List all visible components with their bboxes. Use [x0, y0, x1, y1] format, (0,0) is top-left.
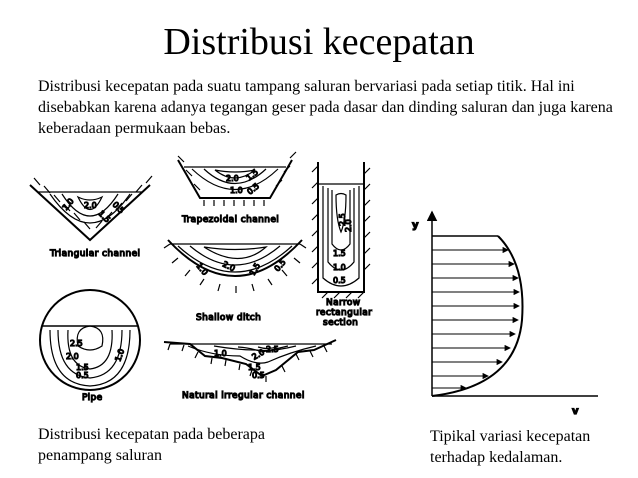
trapezoidal-contour-2: 1.5	[245, 167, 261, 182]
shallow-label: Shallow ditch	[196, 313, 261, 323]
natural-contour-1: 1.0	[214, 349, 227, 358]
profile-y-axis-label: y	[412, 220, 419, 231]
narrow-label-3: section	[323, 318, 358, 328]
trapezoidal-contour-1: 2.0	[226, 174, 239, 183]
natural-contour-4: 1.5	[248, 363, 261, 372]
narrow-label-2: rectangular	[316, 308, 372, 318]
natural-channel-diagram: 1.0 2.5 2.0 1.5 0.5 Natural irregular ch…	[163, 339, 337, 402]
narrow-contour-3: 1.5	[333, 249, 346, 258]
trapezoidal-channel-diagram: 2.0 1.5 1.0 0.5 Trapezoidal channel	[177, 151, 297, 226]
shallow-contour-3: 1.5	[248, 261, 262, 277]
triangular-channel-diagram: 1.0 2.0 1.5 0.5 Triangular channel	[29, 175, 153, 260]
pipe-contour-4: 0.5	[76, 371, 89, 380]
trapezoidal-label: Trapezoidal channel	[181, 215, 279, 225]
natural-label: Natural irregular channel	[182, 391, 305, 401]
shallow-ditch-diagram: 1.0 2.0 1.5 0.5 Shallow ditch	[163, 239, 307, 324]
triangular-label: Triangular channel	[49, 249, 140, 259]
profile-x-axis-label: v	[572, 406, 579, 417]
velocity-profile-diagram: y v	[411, 210, 598, 418]
pipe-contour-5: 1.0	[113, 348, 126, 363]
shallow-contour-4: 0.5	[273, 258, 288, 274]
narrow-contour-1: 2.5	[338, 213, 347, 226]
natural-contour-2: 2.5	[266, 345, 279, 354]
narrow-contour-5: 0.5	[333, 276, 346, 285]
natural-contour-5: 0.5	[252, 371, 265, 380]
page-title: Distribusi kecepatan	[163, 21, 475, 63]
intro-paragraph: Distribusi kecepatan pada suatu tampang …	[38, 78, 613, 137]
narrow-rectangular-diagram: 2.5 2.0 1.5 1.0 0.5 Narrow rectangular s…	[311, 162, 372, 329]
pipe-contour-2: 2.0	[66, 352, 79, 361]
narrow-label-1: Narrow	[326, 298, 361, 308]
triangular-contour-2: 2.0	[84, 201, 97, 210]
narrow-contour-2: 2.0	[344, 219, 353, 232]
caption-left: Distribusi kecepatan pada beberapa penam…	[38, 426, 266, 464]
pipe-diagram: 2.5 2.0 1.5 0.5 1.0 Pipe	[39, 289, 141, 404]
narrow-contour-4: 1.0	[333, 263, 346, 272]
pipe-contour-3: 1.5	[76, 363, 89, 372]
caption-right: Tipikal variasi kecepatan terhadap kedal…	[430, 428, 591, 466]
pipe-label: Pipe	[82, 393, 103, 403]
trapezoidal-contour-3: 1.0	[230, 186, 243, 195]
pipe-contour-1: 2.5	[70, 339, 83, 348]
